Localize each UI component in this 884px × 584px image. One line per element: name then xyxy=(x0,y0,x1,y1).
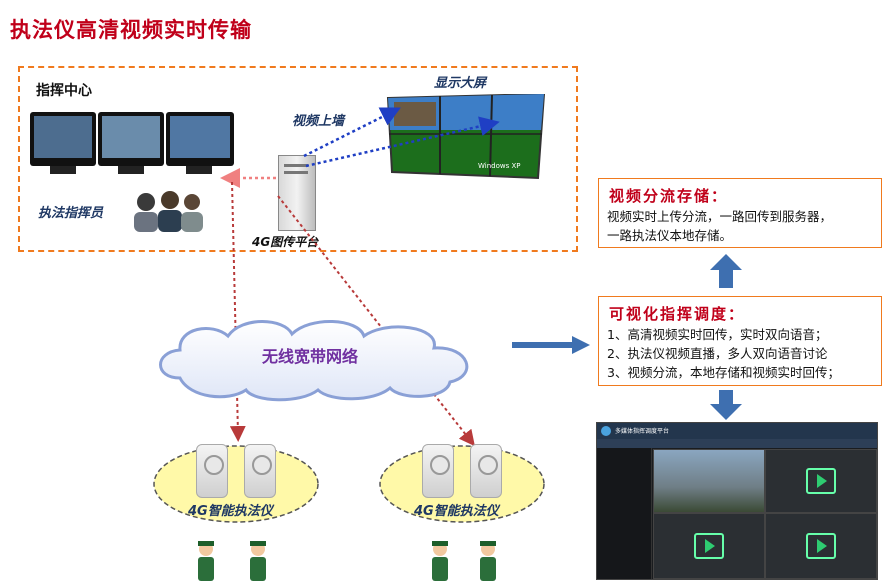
operators-icon xyxy=(134,191,203,232)
officer-icon xyxy=(198,541,214,581)
monitor-stand xyxy=(118,166,144,174)
monitor-stand xyxy=(186,166,212,174)
storage-panel-line: 一路执法仪本地存储。 xyxy=(607,228,733,243)
operator-label: 执法指挥员 xyxy=(38,206,104,221)
monitor xyxy=(98,112,164,166)
monitor xyxy=(166,112,234,166)
dispatch-panel-line: 1、高清视频实时回传，实时双向语音； xyxy=(607,327,828,342)
server-tower xyxy=(278,155,316,231)
display-label: 显示大屏 xyxy=(434,76,487,91)
upload-line xyxy=(305,116,500,168)
device-ellipse xyxy=(379,445,545,523)
upload-label: 视频上墙 xyxy=(292,114,345,129)
device-ellipse xyxy=(153,445,319,523)
device-label: 4G智能执法仪 xyxy=(188,504,273,519)
body-camera-icon xyxy=(470,444,502,498)
command-center-box xyxy=(18,66,578,252)
software-toolbar xyxy=(597,439,877,448)
device-label: 4G智能执法仪 xyxy=(414,504,499,519)
officer-icon xyxy=(480,541,496,581)
software-header-bar: 多媒体指挥调度平台 xyxy=(597,423,877,439)
storage-panel-title: 视频分流存储： xyxy=(609,187,729,205)
monitor-group xyxy=(30,112,236,180)
display-wall xyxy=(386,94,546,180)
software-sidebar xyxy=(597,448,652,579)
network-label: 无线宽带网络 xyxy=(262,347,359,366)
software-screenshot: 多媒体指挥调度平台 xyxy=(596,422,878,580)
device-link xyxy=(277,195,475,447)
down-arrow-icon xyxy=(710,390,742,420)
video-tile xyxy=(765,449,877,513)
officer-icon xyxy=(432,541,448,581)
command-center-label: 指挥中心 xyxy=(36,83,92,99)
upload-line xyxy=(303,107,401,158)
dispatch-panel-title: 可视化指挥调度： xyxy=(609,305,746,323)
monitor xyxy=(30,112,96,166)
dispatch-panel: 可视化指挥调度： 1、高清视频实时回传，实时双向语音； 2、执法仪视频直播，多人… xyxy=(598,296,882,386)
body-camera-icon xyxy=(196,444,228,498)
platform-label: 4G图传平台 xyxy=(252,235,319,249)
storage-panel-line: 视频实时上传分流，一路回传到服务器， xyxy=(607,209,833,224)
dispatch-panel-line: 3、视频分流，本地存储和视频实时回传； xyxy=(607,365,840,380)
video-tile xyxy=(765,513,877,579)
up-arrow-icon xyxy=(710,254,742,288)
video-tile xyxy=(653,449,765,513)
device-group: 4G智能执法仪 xyxy=(152,438,320,524)
device-group: 4G智能执法仪 xyxy=(378,438,546,524)
software-header: 多媒体指挥调度平台 xyxy=(615,428,670,435)
right-arrow-icon xyxy=(512,336,590,354)
body-camera-icon xyxy=(244,444,276,498)
storage-panel: 视频分流存储： 视频实时上传分流，一路回传到服务器， 一路执法仪本地存储。 xyxy=(598,178,882,248)
dispatch-panel-line: 2、执法仪视频直播，多人双向语音讨论 xyxy=(607,346,828,361)
body-camera-icon xyxy=(422,444,454,498)
monitor-stand xyxy=(50,166,76,174)
cloud-icon xyxy=(159,320,469,402)
os-logo: Windows XP xyxy=(478,162,521,170)
video-tile xyxy=(653,513,765,579)
officer-icon xyxy=(250,541,266,581)
page-title: 执法仪高清视频实时传输 xyxy=(10,18,252,42)
